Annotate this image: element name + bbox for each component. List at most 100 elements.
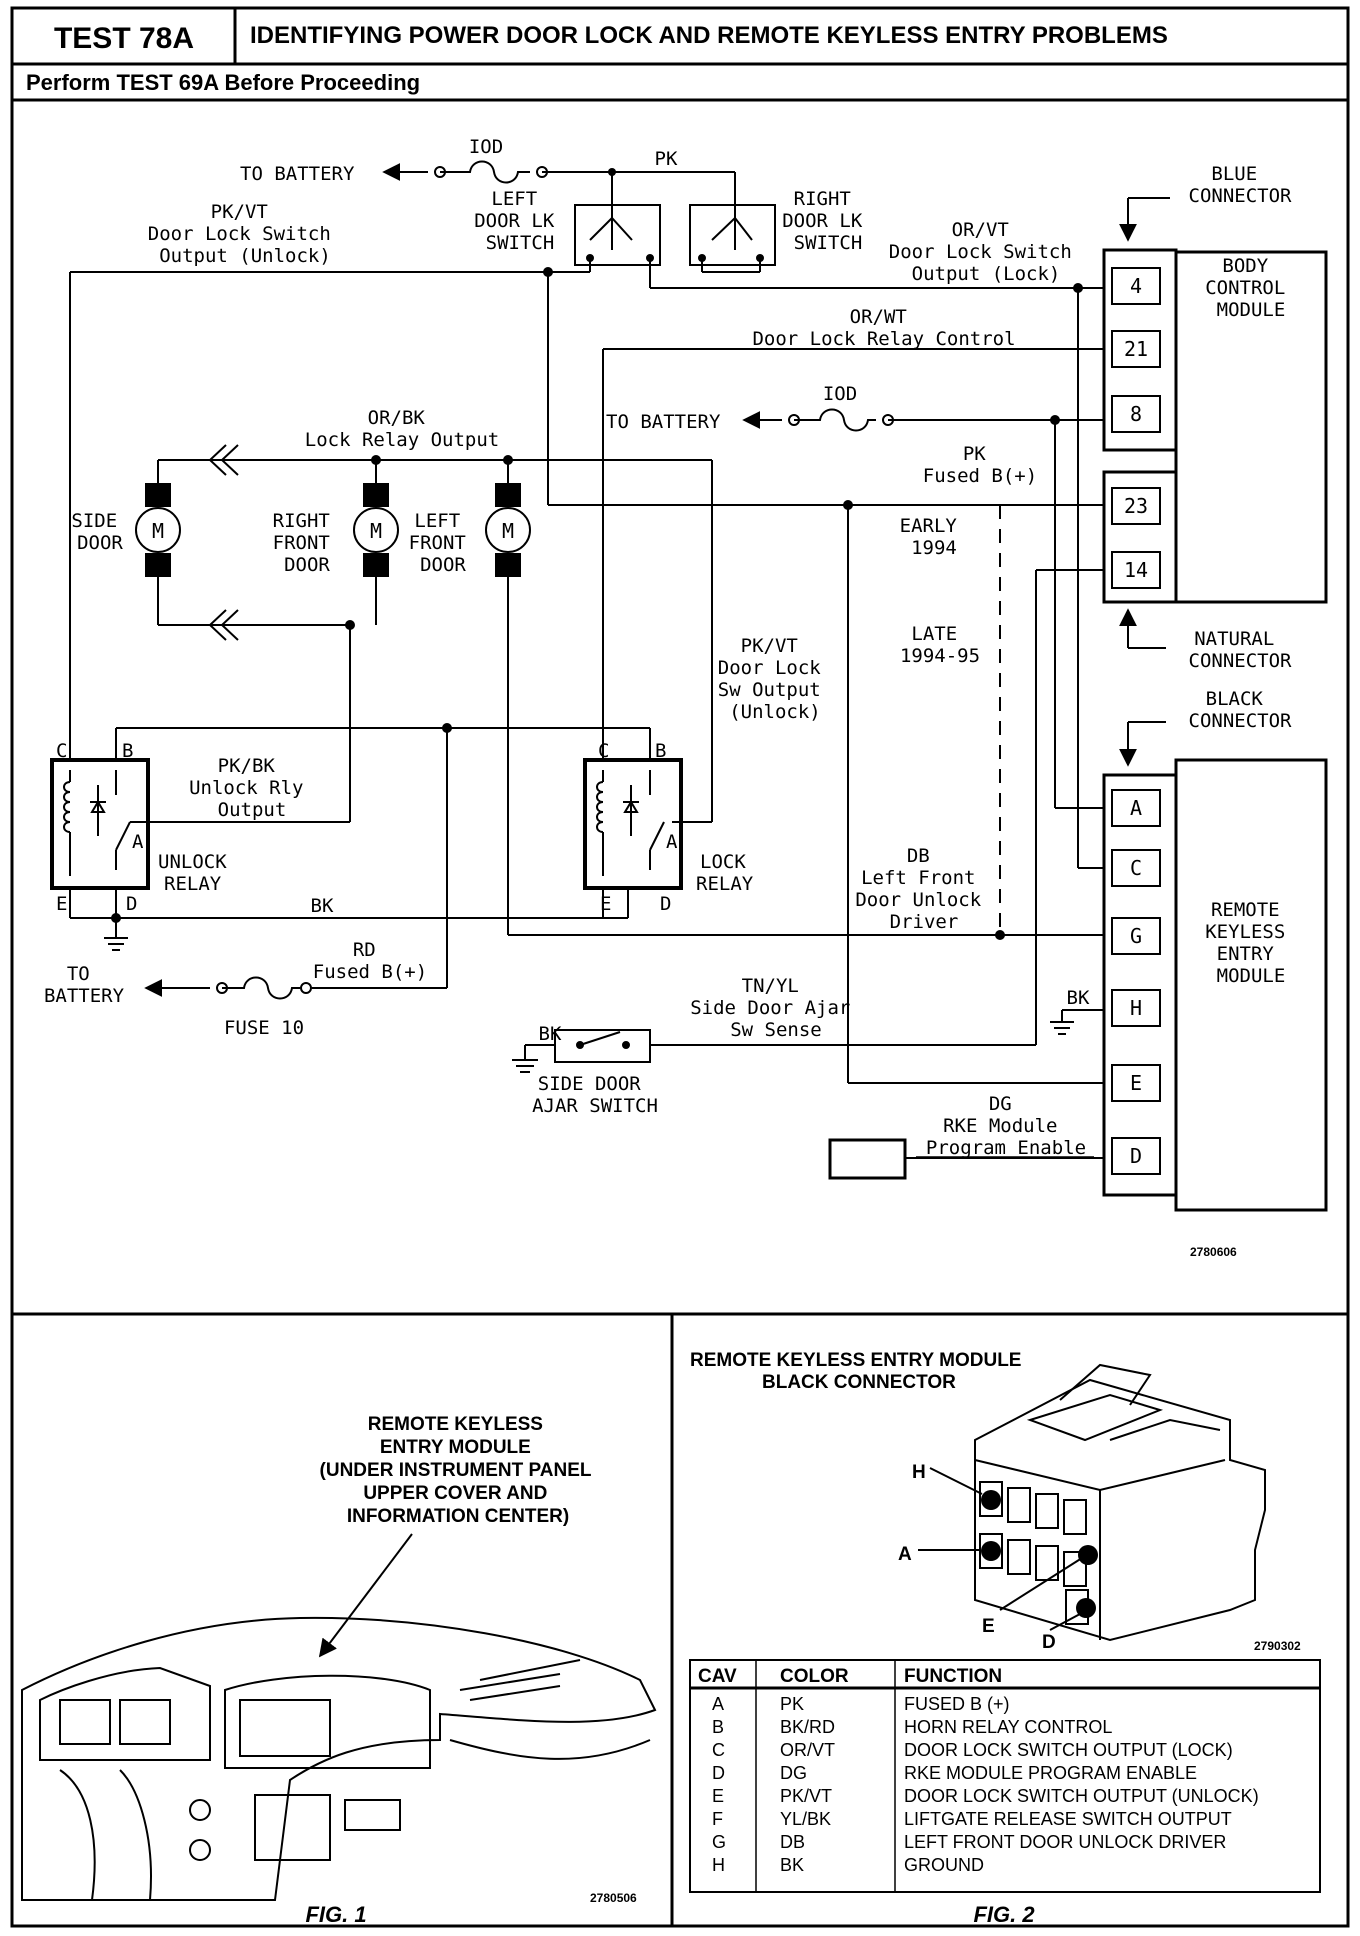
db-label: DB Left Front Door Unlock Driver xyxy=(855,845,992,933)
program-enable-connector xyxy=(828,1138,907,1180)
iod-label: IOD xyxy=(469,136,503,158)
pk-fused-label: PK Fused B(+) xyxy=(923,443,1037,487)
unlock-relay-pin-a: A xyxy=(132,831,144,853)
lock-relay xyxy=(583,758,683,890)
rke-pin-e: E xyxy=(1130,1071,1142,1095)
dg-label: DG RKE Module Program Enable xyxy=(926,1093,1086,1159)
left-switch-label: LEFT DOOR LK SWITCH xyxy=(474,188,566,254)
fuse-10-label: FUSE 10 xyxy=(224,1017,304,1039)
left-door-lock-switch xyxy=(574,204,661,266)
rke-pin-g: G xyxy=(1130,924,1142,948)
unlock-relay-pin-d: D xyxy=(126,893,137,915)
unlock-relay-pin-b: B xyxy=(122,740,133,762)
fig1-label: FIG. 1 xyxy=(305,1902,366,1927)
callout-d: D xyxy=(1042,1632,1056,1653)
table-row: A PK FUSED B (+) xyxy=(712,1694,1010,1714)
svg-text:YL/BK: YL/BK xyxy=(780,1809,831,1829)
svg-text:E: E xyxy=(712,1786,724,1806)
junction-dots xyxy=(111,166,1083,994)
natural-pin-14: 14 xyxy=(1124,558,1148,582)
svg-text:B: B xyxy=(712,1717,724,1737)
svg-text:RKE MODULE PROGRAM ENABLE: RKE MODULE PROGRAM ENABLE xyxy=(904,1763,1197,1783)
table-header-cav: CAV xyxy=(698,1666,737,1687)
callout-e: E xyxy=(982,1616,995,1637)
bcm-pin-8: 8 xyxy=(1130,402,1142,426)
lock-relay-pin-d: D xyxy=(660,893,671,915)
schematic-ref-number: 2780606 xyxy=(1190,1245,1237,1259)
cavity-callouts xyxy=(918,1467,1083,1631)
fig2-ref-number: 2790302 xyxy=(1254,1639,1301,1653)
to-battery-label-2: TO BATTERY xyxy=(606,411,721,433)
fig2-title: REMOTE KEYLESS ENTRY MODULE BLACK CONNEC… xyxy=(690,1350,1027,1393)
blue-connector-label: BLUE CONNECTOR xyxy=(1189,163,1293,207)
unlock-relay-label: UNLOCK RELAY xyxy=(158,851,238,895)
motor-symbol: M xyxy=(152,519,164,543)
lock-relay-pin-a: A xyxy=(666,831,678,853)
fig1-ref-number: 2780506 xyxy=(590,1891,637,1905)
table-row: C OR/VT DOOR LOCK SWITCH OUTPUT (LOCK) xyxy=(712,1740,1233,1760)
right-front-door-label: RIGHT FRONT DOOR xyxy=(273,510,342,576)
right-door-lock-switch xyxy=(689,204,776,266)
svg-text:H: H xyxy=(712,1855,725,1875)
rke-pin-a: A xyxy=(1130,796,1142,820)
to-battery-label: TO BATTERY xyxy=(240,163,355,185)
svg-text:OR/VT: OR/VT xyxy=(780,1740,835,1760)
svg-text:PK/VT: PK/VT xyxy=(780,1786,832,1806)
test-id: TEST 78A xyxy=(54,22,194,55)
table-row: E PK/VT DOOR LOCK SWITCH OUTPUT (UNLOCK) xyxy=(712,1786,1259,1806)
left-front-door-label: LEFT FRONT DOOR xyxy=(409,510,478,576)
early-1994-label: EARLY 1994 xyxy=(900,515,969,559)
side-door-ajar-switch-label: SIDE DOOR AJAR SWITCH xyxy=(532,1073,658,1117)
orvt-lock-label: OR/VT Door Lock Switch Output (Lock) xyxy=(889,219,1083,285)
motor-symbol: M xyxy=(502,519,514,543)
table-row: B BK/RD HORN RELAY CONTROL xyxy=(712,1717,1112,1737)
unlock-relay xyxy=(50,758,150,890)
body-control-module xyxy=(1102,248,1328,604)
instrument-panel-illustration xyxy=(21,1616,657,1901)
motor-symbol: M xyxy=(370,519,382,543)
unlock-relay-pin-c: C xyxy=(56,740,67,762)
table-row: D DG RKE MODULE PROGRAM ENABLE xyxy=(712,1763,1197,1783)
callout-a: A xyxy=(898,1544,912,1565)
lock-relay-pin-c: C xyxy=(598,740,609,762)
svg-text:C: C xyxy=(712,1740,725,1760)
svg-text:A: A xyxy=(712,1694,724,1714)
right-front-door-motor xyxy=(353,483,399,577)
side-door-motor xyxy=(135,483,181,577)
ground-symbol xyxy=(104,937,1074,1073)
table-row: G DB LEFT FRONT DOOR UNLOCK DRIVER xyxy=(712,1832,1226,1852)
bk-h-label: BK xyxy=(1067,987,1090,1009)
cavity-table xyxy=(689,1659,1321,1893)
svg-text:G: G xyxy=(712,1832,726,1852)
svg-text:F: F xyxy=(712,1809,723,1829)
prerequisite-note: Perform TEST 69A Before Proceeding xyxy=(26,70,420,95)
svg-text:DOOR LOCK SWITCH OUTPUT (LOCK): DOOR LOCK SWITCH OUTPUT (LOCK) xyxy=(904,1740,1233,1760)
to-battery-label-3: TO BATTERY xyxy=(44,963,125,1007)
table-header-function: FUNCTION xyxy=(904,1666,1002,1687)
svg-text:LIFTGATE RELEASE SWITCH OUTPUT: LIFTGATE RELEASE SWITCH OUTPUT xyxy=(904,1809,1232,1829)
bcm-pin-4: 4 xyxy=(1130,274,1142,298)
svg-text:GROUND: GROUND xyxy=(904,1855,984,1875)
orbk-label: OR/BK Lock Relay Output xyxy=(305,407,499,451)
left-front-door-motor xyxy=(485,483,531,577)
table-row: H BK GROUND xyxy=(712,1855,984,1875)
black-connector-label: BLACK CONNECTOR xyxy=(1189,688,1293,732)
bcm-pin-21: 21 xyxy=(1124,337,1148,361)
table-row: F YL/BK LIFTGATE RELEASE SWITCH OUTPUT xyxy=(712,1809,1232,1829)
svg-text:DOOR LOCK SWITCH OUTPUT (UNLOC: DOOR LOCK SWITCH OUTPUT (UNLOCK) xyxy=(904,1786,1259,1806)
side-door-label: SIDE DOOR xyxy=(71,510,128,554)
fig2-label: FIG. 2 xyxy=(973,1902,1035,1927)
relay-control-label: OR/WT Door Lock Relay Control xyxy=(752,306,1015,350)
svg-text:PK: PK xyxy=(780,1694,804,1714)
rd-fused-label: RD Fused B(+) xyxy=(313,939,427,983)
fig1-caption: REMOTE KEYLESS ENTRY MODULE (UNDER INSTR… xyxy=(320,1414,597,1527)
natural-pin-23: 23 xyxy=(1124,494,1148,518)
table-header-color: COLOR xyxy=(780,1666,849,1687)
late-1994-95-label: LATE 1994-95 xyxy=(900,623,980,667)
lock-relay-pin-b: B xyxy=(655,740,666,762)
natural-connector-label: NATURAL CONNECTOR xyxy=(1189,628,1293,672)
pkbk-label: PK/BK Unlock Rly Output xyxy=(189,755,315,821)
svg-text:D: D xyxy=(712,1763,725,1783)
iod-label-2: IOD xyxy=(823,383,857,405)
